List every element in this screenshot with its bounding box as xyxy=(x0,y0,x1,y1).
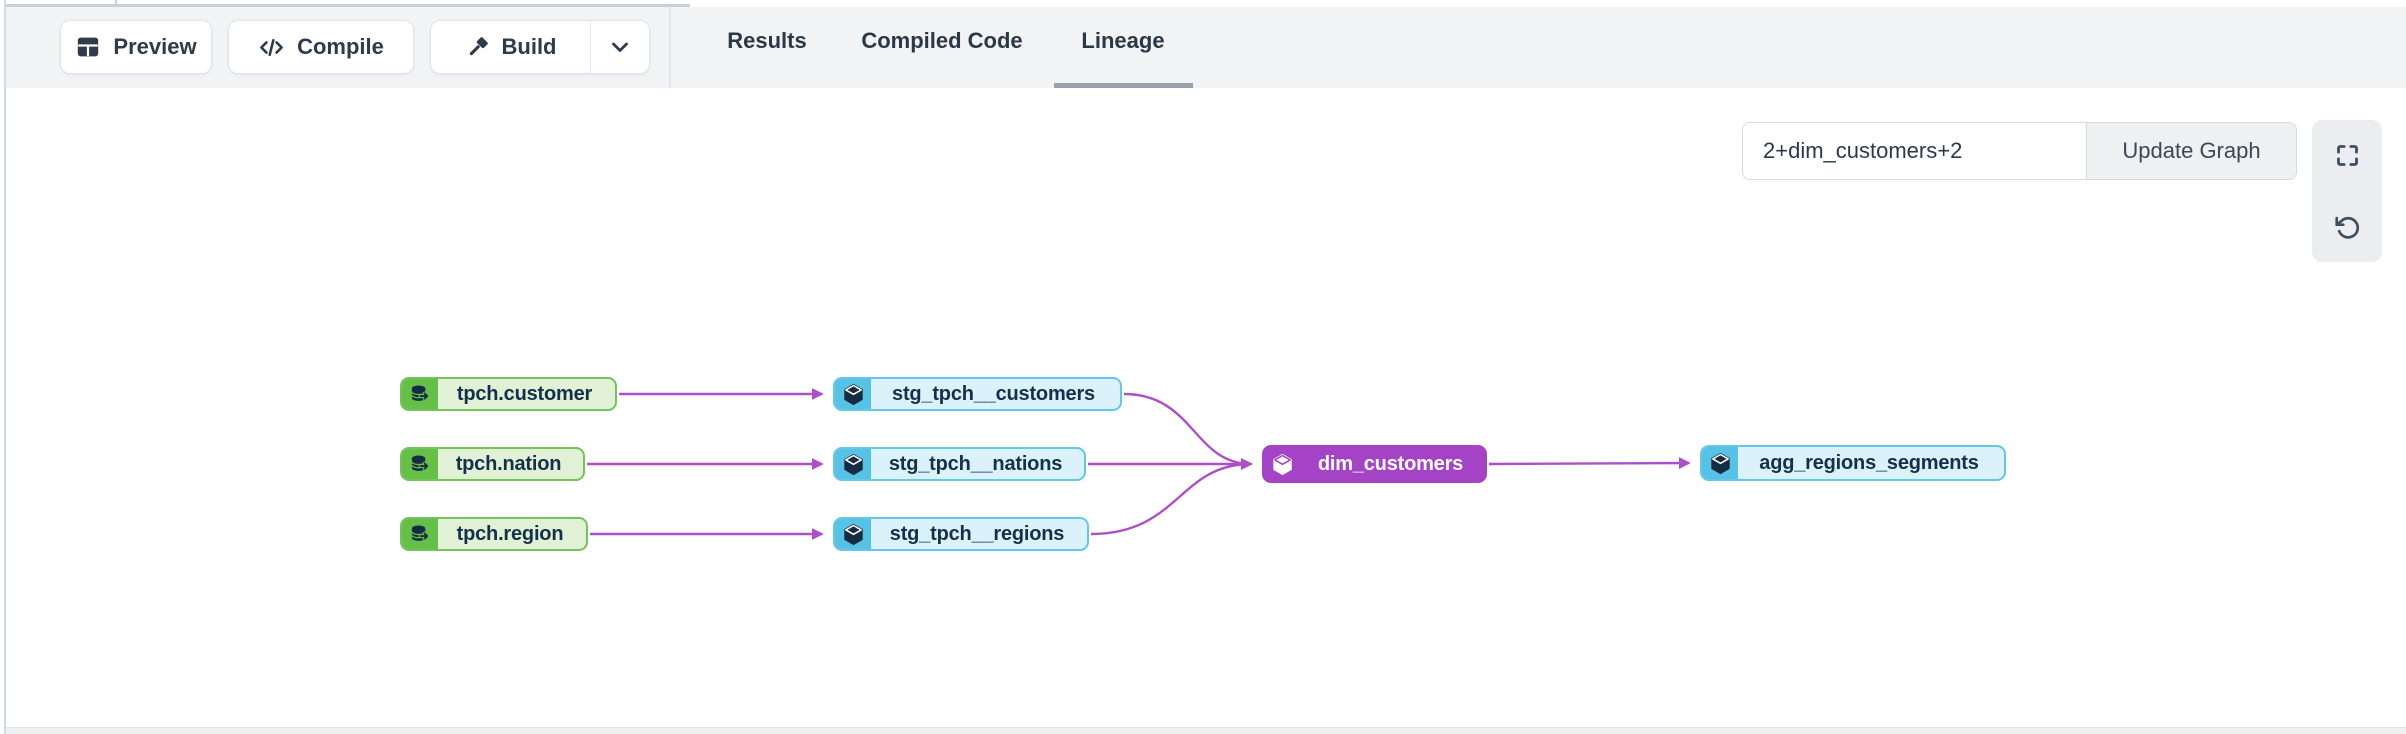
fullscreen-icon xyxy=(2334,142,2361,169)
node-label: stg_tpch__customers xyxy=(892,382,1095,405)
node-label: dim_customers xyxy=(1317,452,1464,475)
chevron-down-icon xyxy=(607,34,633,60)
tab-compiled-code[interactable]: Compiled Code xyxy=(861,28,1023,53)
node-label: stg_tpch__nations xyxy=(888,452,1063,475)
canvas-controls xyxy=(2312,120,2382,262)
model-icon xyxy=(835,379,871,409)
build-split-button: Build xyxy=(430,20,650,74)
toolbar-divider xyxy=(669,7,671,88)
build-button[interactable]: Build xyxy=(431,21,590,73)
model-icon xyxy=(1264,447,1300,481)
lineage-node-tpch.nation[interactable]: tpch.nation xyxy=(400,447,585,481)
preview-button-label: Preview xyxy=(113,34,197,59)
hammer-icon xyxy=(465,35,490,60)
tab-lineage[interactable]: Lineage xyxy=(1081,28,1165,53)
build-button-label: Build xyxy=(501,34,557,59)
build-options-button[interactable] xyxy=(590,21,649,73)
selector-input[interactable] xyxy=(1743,123,2086,179)
source-icon xyxy=(402,379,438,409)
lineage-node-tpch.customer[interactable]: tpch.customer xyxy=(400,377,617,411)
node-label: tpch.customer xyxy=(456,382,593,405)
lineage-node-agg_regions_segments[interactable]: agg_regions_segments xyxy=(1700,445,2006,481)
lineage-node-dim_customers[interactable]: dim_customers xyxy=(1262,445,1487,483)
lineage-node-tpch.region[interactable]: tpch.region xyxy=(400,517,588,551)
preview-button[interactable]: Preview xyxy=(60,20,212,74)
reset-view-button[interactable] xyxy=(2312,191,2382,262)
lineage-canvas[interactable] xyxy=(6,88,2406,727)
tab-divider-tick xyxy=(115,0,117,7)
node-label: stg_tpch__regions xyxy=(889,522,1065,545)
tabbar-border xyxy=(4,4,690,7)
fullscreen-button[interactable] xyxy=(2312,120,2382,191)
source-icon xyxy=(402,519,438,549)
compile-button[interactable]: Compile xyxy=(228,20,414,74)
code-icon xyxy=(258,34,285,61)
compile-button-label: Compile xyxy=(297,34,384,59)
model-icon xyxy=(835,449,871,479)
tab-results[interactable]: Results xyxy=(727,28,807,53)
model-icon xyxy=(1702,447,1738,479)
panel-bottom-strip xyxy=(6,727,2406,734)
node-label: agg_regions_segments xyxy=(1759,451,1979,474)
active-tab-underline xyxy=(1054,83,1193,88)
source-icon xyxy=(402,449,438,479)
rotate-ccw-icon xyxy=(2333,213,2361,241)
panel-left-border xyxy=(4,0,6,734)
lineage-selector-group: Update Graph xyxy=(1742,122,2297,180)
lineage-node-stg_tpch__regions[interactable]: stg_tpch__regions xyxy=(833,517,1089,551)
lineage-node-stg_tpch__nations[interactable]: stg_tpch__nations xyxy=(833,447,1086,481)
tabbar-bottom-strip xyxy=(0,0,2406,7)
update-graph-button[interactable]: Update Graph xyxy=(2086,123,2296,179)
node-label: tpch.region xyxy=(456,522,564,545)
lineage-node-stg_tpch__customers[interactable]: stg_tpch__customers xyxy=(833,377,1122,411)
model-icon xyxy=(835,519,871,549)
table-icon xyxy=(75,34,101,60)
node-label: tpch.nation xyxy=(455,452,562,475)
